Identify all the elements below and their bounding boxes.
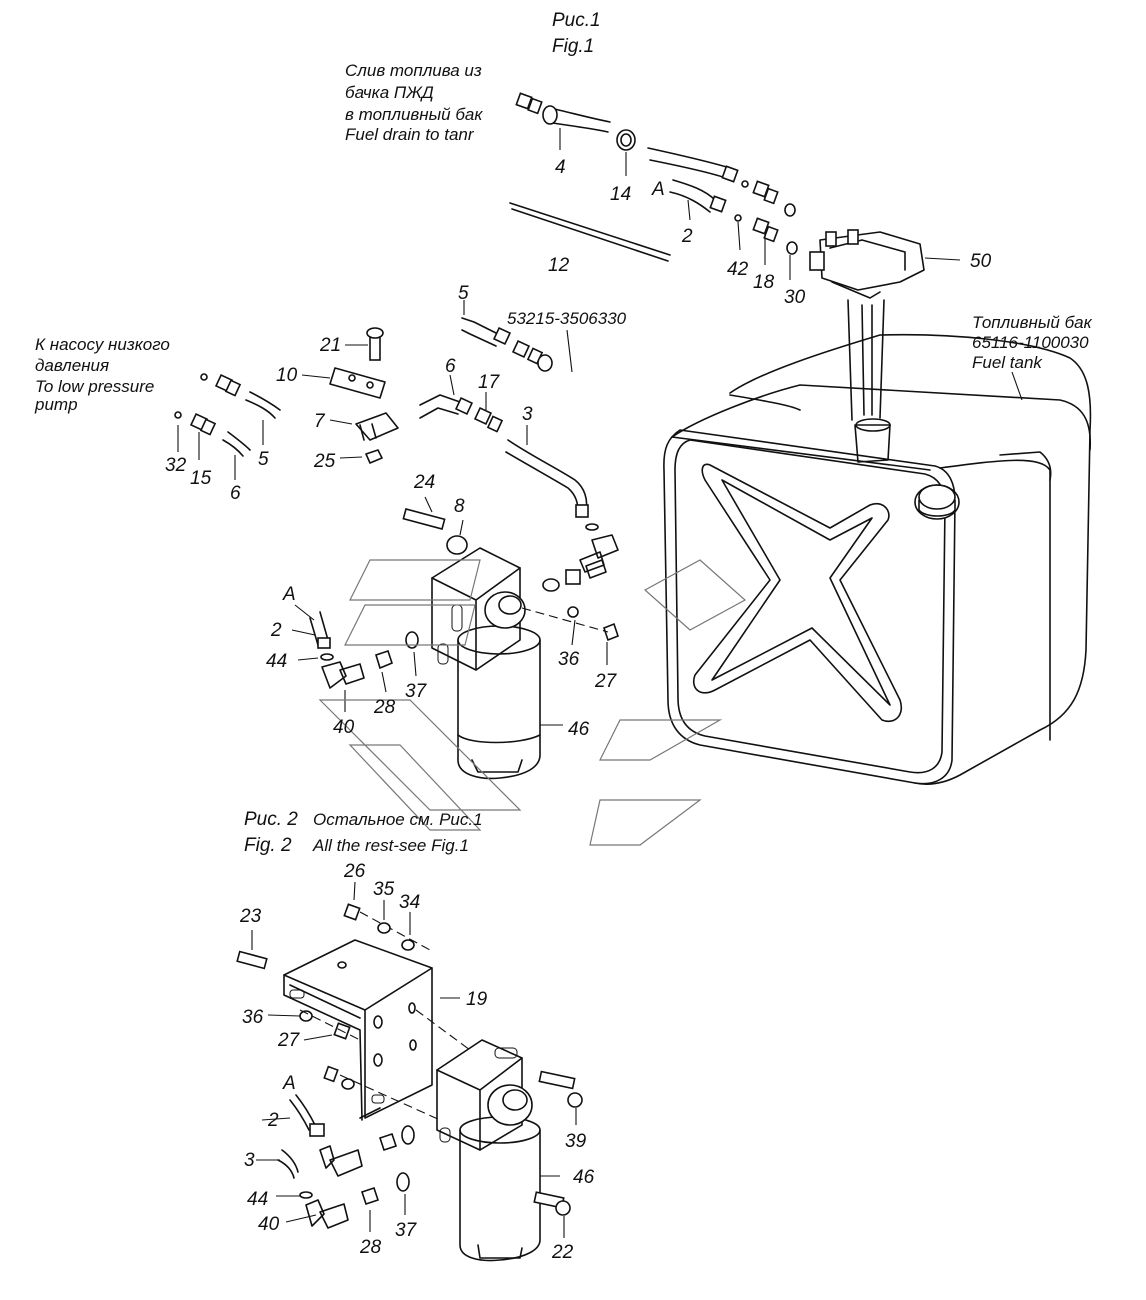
svg-text:15: 15 <box>190 468 212 489</box>
svg-text:40: 40 <box>258 1214 280 1235</box>
svg-text:К насосу низкого: К насосу низкого <box>35 335 170 354</box>
svg-text:39: 39 <box>565 1131 587 1152</box>
svg-text:4: 4 <box>555 157 566 178</box>
svg-text:2: 2 <box>270 620 282 641</box>
svg-text:5: 5 <box>258 449 269 470</box>
svg-text:5: 5 <box>458 283 469 304</box>
svg-text:27: 27 <box>277 1030 301 1051</box>
svg-text:давления: давления <box>35 356 109 375</box>
fig2-note-ru: Остальное см. Рис.1 <box>313 810 483 829</box>
svg-text:36: 36 <box>558 649 580 670</box>
svg-text:46: 46 <box>573 1167 595 1188</box>
svg-text:46: 46 <box>568 719 590 740</box>
fuel-filter-fig2 <box>436 1039 583 1262</box>
svg-text:A: A <box>282 1073 296 1094</box>
svg-text:12: 12 <box>548 255 570 276</box>
svg-text:44: 44 <box>266 651 287 672</box>
fig1-callouts: 4 14 A 2 42 18 30 50 12 5 6 17 3 21 10 7… <box>165 157 992 740</box>
svg-text:pump: pump <box>34 395 78 414</box>
svg-text:Слив топлива из: Слив топлива из <box>345 61 482 80</box>
svg-text:37: 37 <box>405 681 428 702</box>
svg-text:50: 50 <box>970 251 992 272</box>
fuel-tank <box>663 333 1092 785</box>
svg-text:65116-1100030: 65116-1100030 <box>972 333 1089 352</box>
svg-text:25: 25 <box>313 451 336 472</box>
fig2-title-en: Fig. 2 <box>244 835 292 856</box>
svg-text:To low pressure: To low pressure <box>35 377 154 396</box>
bracket-ghost <box>318 559 747 846</box>
svg-text:Топливный бак: Топливный бак <box>972 313 1093 332</box>
svg-text:24: 24 <box>413 472 435 493</box>
svg-text:6: 6 <box>445 356 456 377</box>
middle-hoses <box>419 300 619 573</box>
svg-text:27: 27 <box>594 671 618 692</box>
fuel-filter-fig1 <box>291 496 619 780</box>
svg-text:бачка ПЖД: бачка ПЖД <box>345 83 434 102</box>
svg-text:10: 10 <box>276 365 298 386</box>
pump-fittings <box>174 373 281 480</box>
hose-part-number: 53215-3506330 <box>507 309 627 328</box>
tank-caption: Топливный бак 65116-1100030 Fuel tank <box>972 313 1093 401</box>
fig2-callouts: 26 35 34 23 19 36 27 A 2 3 44 40 28 37 3… <box>239 861 595 1263</box>
svg-text:14: 14 <box>610 184 631 205</box>
svg-text:23: 23 <box>239 906 262 927</box>
svg-text:26: 26 <box>343 861 366 882</box>
svg-text:в топливный бак: в топливный бак <box>345 105 483 124</box>
fuel-level-sensor <box>809 229 961 463</box>
drain-hoses <box>509 92 798 280</box>
svg-text:8: 8 <box>454 496 465 517</box>
svg-text:22: 22 <box>551 1242 574 1263</box>
svg-text:Fuel tank: Fuel tank <box>972 353 1043 372</box>
svg-text:37: 37 <box>395 1220 418 1241</box>
svg-text:35: 35 <box>373 879 395 900</box>
svg-text:34: 34 <box>399 892 420 913</box>
fig2-title-ru: Рис. 2 <box>244 809 298 830</box>
svg-text:32: 32 <box>165 455 187 476</box>
svg-text:17: 17 <box>478 372 501 393</box>
pump-caption: К насосу низкого давления To low pressur… <box>34 335 170 414</box>
svg-text:3: 3 <box>522 404 533 425</box>
svg-text:2: 2 <box>681 226 693 247</box>
drain-caption: Слив топлива из бачка ПЖД в топливный ба… <box>345 61 483 144</box>
svg-text:7: 7 <box>314 411 326 432</box>
svg-text:44: 44 <box>247 1189 268 1210</box>
fig2-fittings <box>256 1094 415 1232</box>
svg-text:Fuel drain to tanr: Fuel drain to tanr <box>345 125 475 144</box>
svg-text:42: 42 <box>727 259 749 280</box>
fig2-note-en: All the rest-see Fig.1 <box>312 836 469 855</box>
svg-text:40: 40 <box>333 717 355 738</box>
mounting-bracket-fig2 <box>236 881 471 1121</box>
fig1-title-en: Fig.1 <box>552 36 594 57</box>
svg-text:36: 36 <box>242 1007 264 1028</box>
svg-text:28: 28 <box>359 1237 382 1258</box>
svg-text:28: 28 <box>373 697 396 718</box>
svg-text:30: 30 <box>784 287 806 308</box>
svg-text:A: A <box>651 179 665 200</box>
svg-text:3: 3 <box>244 1150 255 1171</box>
fig1-title-ru: Рис.1 <box>552 10 601 31</box>
svg-text:18: 18 <box>753 272 775 293</box>
svg-text:A: A <box>282 584 296 605</box>
bracket-group <box>301 327 399 464</box>
svg-text:6: 6 <box>230 483 241 504</box>
svg-text:2: 2 <box>267 1110 279 1131</box>
svg-text:21: 21 <box>319 335 341 356</box>
svg-text:19: 19 <box>466 989 488 1010</box>
